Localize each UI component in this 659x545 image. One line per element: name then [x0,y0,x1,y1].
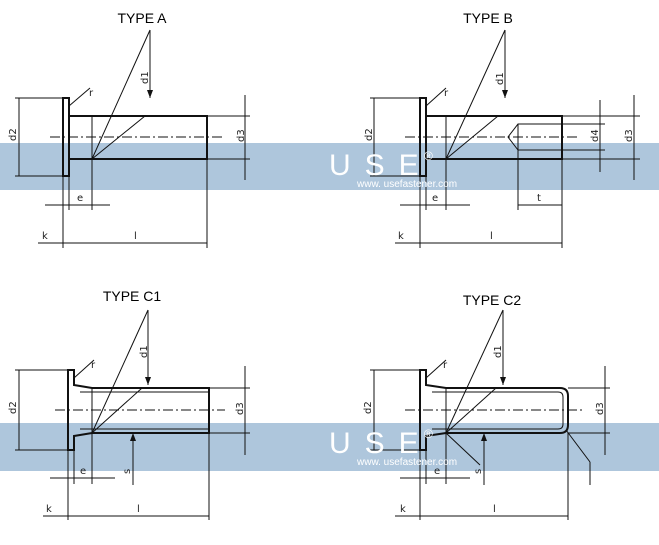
dim-k: k [398,231,404,242]
dim-r: r [444,88,449,99]
dim-d2: d2 [364,128,375,141]
panel-type-c1: TYPE C1 d1 r d2 d3 s e [8,288,250,520]
watermark-top: USE ® www. usefastener.com [329,149,457,190]
dim-d3: d3 [236,129,247,142]
panel-title: TYPE C2 [463,292,522,308]
dim-d1: d1 [495,72,506,85]
dim-r: r [443,360,448,371]
dim-l: l [134,231,137,242]
dim-r: r [89,88,94,99]
dim-d2: d2 [363,401,374,414]
watermark-band-top [0,143,659,190]
panel-type-a: TYPE A d1 r d2 d3 e k l [8,10,250,248]
dim-d1: d1 [140,71,151,84]
watermark-brand: USE [329,149,433,182]
dim-d1: d1 [493,345,504,358]
dim-r: r [91,360,96,371]
watermark-url: www. usefastener.com [356,179,457,190]
watermark-url: www. usefastener.com [356,457,457,468]
dim-d2: d2 [8,401,19,414]
dim-d1: d1 [139,345,150,358]
dim-d3: d3 [624,129,635,142]
watermark-registered: ® [424,427,433,441]
dim-l: l [493,504,496,515]
dim-e: e [77,193,83,204]
dim-k: k [46,504,52,515]
dim-s: s [122,469,133,474]
watermark-registered: ® [424,149,433,163]
panel-type-c2: TYPE C2 d1 r d2 d3 s e [363,292,610,520]
dim-k: k [42,231,48,242]
dim-k: k [400,504,406,515]
dim-e: e [434,466,440,477]
dim-d4: d4 [590,129,601,142]
dim-l: l [490,231,493,242]
dim-d3: d3 [235,402,246,415]
panel-type-b: TYPE B d1 r d2 d4 d3 e [364,10,640,248]
watermark-band-bottom [0,423,659,471]
watermark-brand: USE [329,427,433,460]
dim-d2: d2 [8,128,19,141]
dim-d3: d3 [595,402,606,415]
dim-l: l [137,504,140,515]
panel-title: TYPE B [463,10,513,26]
dim-e: e [432,193,438,204]
panel-title: TYPE A [117,10,167,26]
dim-s: s [473,469,484,474]
watermark-bottom: USE ® www. usefastener.com [329,427,457,468]
dim-e: e [80,466,86,477]
panel-title: TYPE C1 [103,288,162,304]
dim-t: t [537,193,541,204]
